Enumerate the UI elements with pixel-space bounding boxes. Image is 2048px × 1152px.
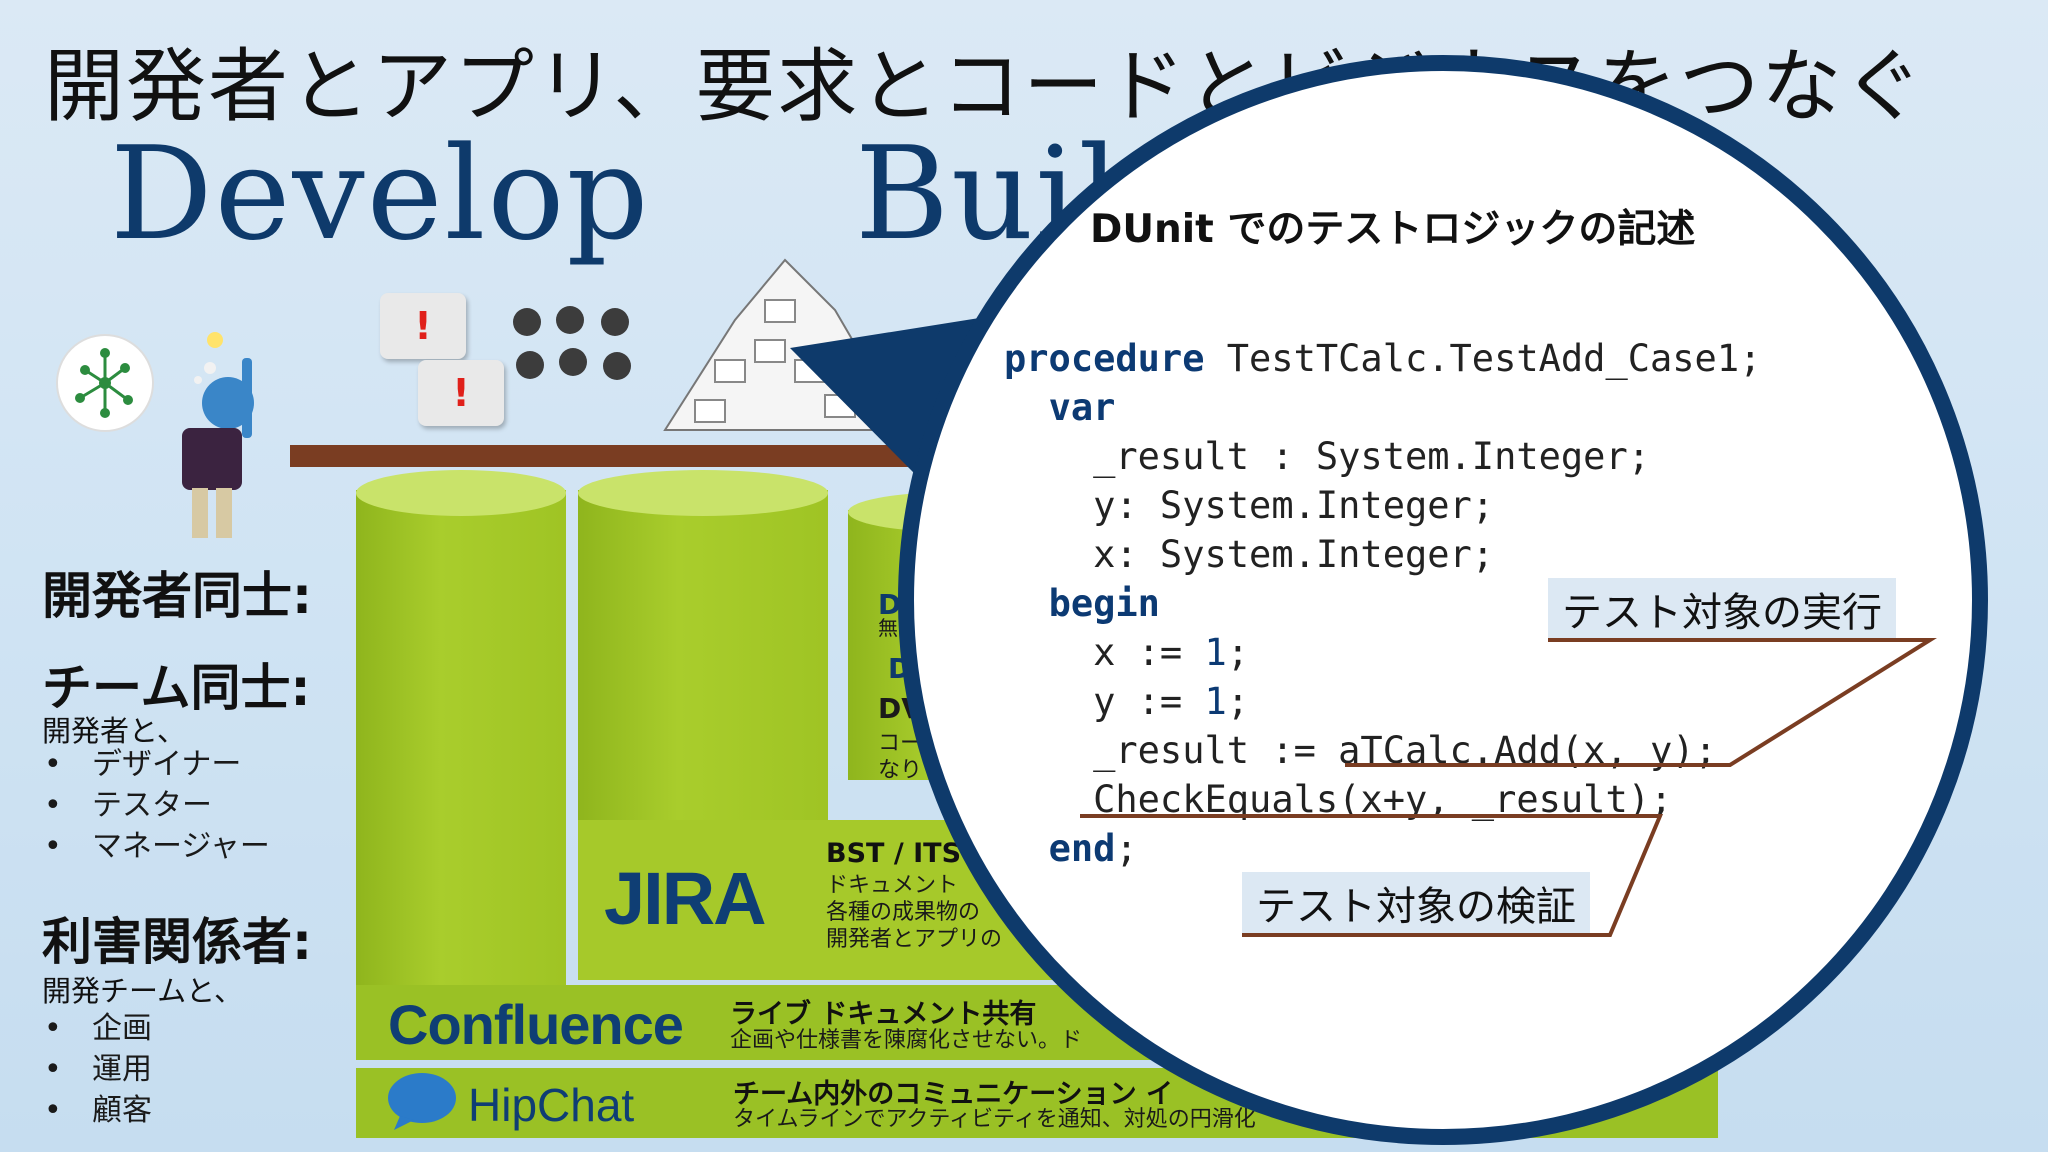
shelf-bar	[290, 445, 1070, 467]
stakeholder-list: 企画 運用 顧客	[42, 1008, 152, 1131]
cylinder-2-top	[578, 470, 828, 516]
jira-heading: BST / ITS	[826, 838, 962, 869]
zoom-heading: DUnit でのテストロジックの記述	[1090, 207, 1696, 252]
callout-execute: テスト対象の実行	[1548, 578, 1896, 640]
stakeholder-heading: 利害関係者:	[42, 913, 312, 971]
hipchat-bubble-icon	[388, 1073, 456, 1130]
jira-line-1: ドキュメント	[826, 873, 959, 898]
hipchat-heading: チーム内外のコミュニケーション イ	[733, 1079, 1174, 1110]
bugs-icon	[513, 306, 631, 380]
cylinder-1-top	[356, 470, 566, 516]
list-item: マネージャー	[42, 826, 270, 867]
cylinder-1	[356, 490, 566, 1050]
jira-line-2: 各種の成果物の	[826, 900, 981, 925]
list-item: 企画	[42, 1008, 152, 1049]
team-sub: 開発者と、	[42, 714, 186, 748]
confluence-text: 企画や仕様書を陳腐化させない。ド	[730, 1028, 1083, 1053]
callout-verify: テスト対象の検証	[1242, 872, 1590, 934]
devs-heading: 開発者同士:	[42, 567, 312, 625]
confluence-heading: ライブ ドキュメント共有	[730, 999, 1037, 1030]
confluence-logo: Confluence	[388, 993, 684, 1056]
stakeholder-sub: 開発チームと、	[42, 974, 243, 1008]
developer-figure	[56, 332, 254, 538]
flower-network-icon	[56, 334, 154, 432]
alert-bubble: !	[418, 360, 504, 426]
list-item: 運用	[42, 1049, 152, 1090]
partial-label-b: 無	[878, 616, 898, 640]
team-heading: チーム同士:	[42, 659, 311, 717]
hipchat-logo: HipChat	[468, 1079, 635, 1131]
team-list: デザイナー テスター マネージャー	[42, 744, 270, 867]
stage-develop-label: Develop	[110, 120, 651, 269]
list-item: 顧客	[42, 1090, 152, 1131]
hipchat-text: タイムラインでアクティビティを通知、対処の円滑化	[733, 1107, 1256, 1132]
list-item: テスター	[42, 785, 270, 826]
alert-bubble: !	[380, 293, 466, 359]
partial-label-a: D	[878, 588, 902, 621]
list-item: デザイナー	[42, 744, 270, 785]
partial-label-f: なり	[878, 758, 923, 783]
jira-line-3: 開発者とアプリの	[826, 927, 1003, 952]
jira-logo: JIRA	[604, 857, 767, 940]
